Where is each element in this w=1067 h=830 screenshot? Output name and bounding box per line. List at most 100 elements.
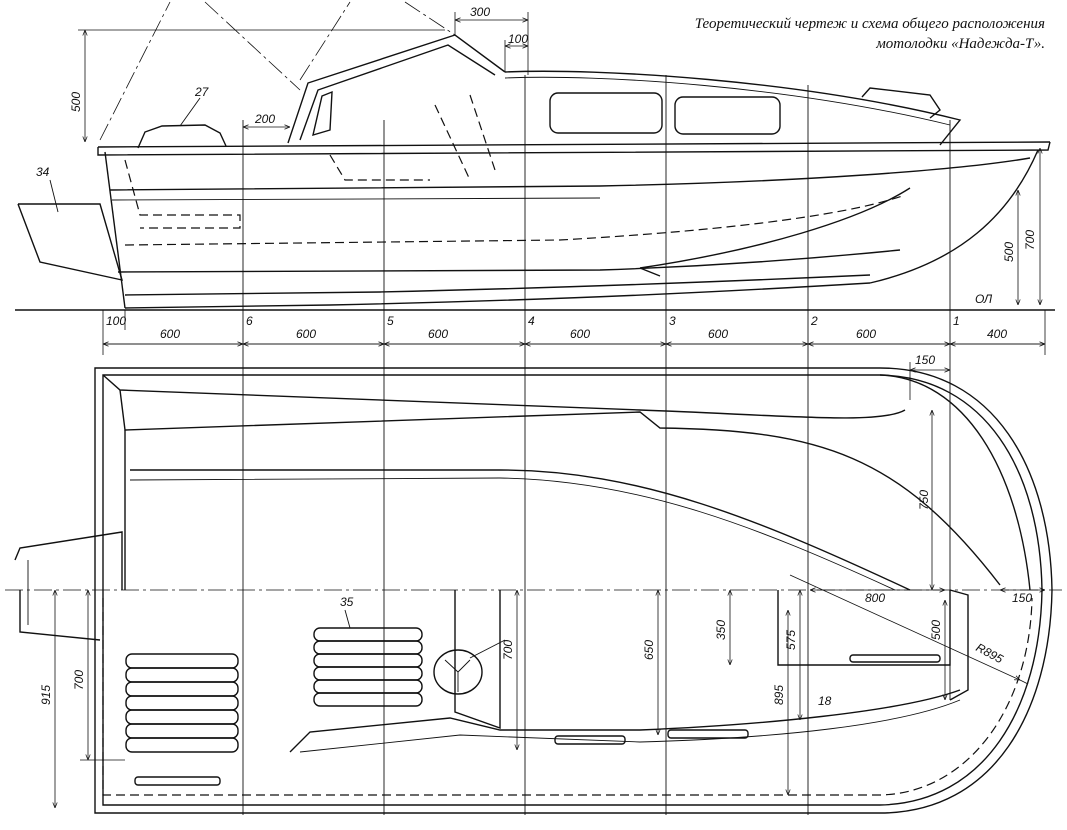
- hull-outline-outer: [94, 367, 1053, 814]
- profile-view: [15, 1, 1055, 311]
- deck-edge: [97, 141, 1051, 156]
- floor-hatch-2: [667, 729, 749, 739]
- cabin-roof-inner: [504, 76, 951, 126]
- dim-895: 895: [772, 685, 786, 705]
- dim-300: 300: [470, 5, 490, 19]
- dim-500-stem: 500: [1002, 242, 1016, 262]
- mid-seat-dashed: [329, 154, 430, 181]
- profile-dimensions: [78, 12, 1040, 305]
- floor-hatch-3: [134, 776, 221, 786]
- station-3-label: 3: [669, 314, 676, 328]
- station-6-label: 6: [246, 314, 253, 328]
- windshield-frame: [287, 34, 506, 144]
- rear-bench: [125, 653, 239, 753]
- drawing-caption-line-2: мотолодки «Надежда-Т».: [876, 36, 1045, 52]
- dim-600-a: 600: [160, 327, 180, 341]
- bow-deck: [879, 374, 1031, 591]
- deck-line-2: [119, 389, 1001, 586]
- station-spacing-dimensions: [102, 310, 1046, 355]
- callout-35: 35: [340, 595, 354, 609]
- chine-line: [117, 249, 901, 273]
- dim-100-first: 100: [106, 314, 126, 328]
- callout-34: 34: [36, 165, 50, 179]
- construction-line-4: [404, 1, 456, 36]
- steering-leader: [469, 639, 506, 659]
- dim-150-top: 150: [915, 353, 935, 367]
- dim-700-transom: 700: [72, 670, 86, 690]
- dim-500-windshield: 500: [69, 92, 83, 112]
- construction-line-2: [204, 1, 301, 91]
- rubbing-strake: [111, 197, 601, 201]
- dim-915: 915: [39, 685, 53, 705]
- leader-35: [344, 609, 351, 629]
- outboard-motor: [17, 203, 123, 281]
- station-4-label: 4: [528, 314, 535, 328]
- cabin-window-1: [549, 92, 663, 134]
- chine-flare: [639, 187, 911, 269]
- console: [454, 590, 501, 729]
- spray-rail: [109, 157, 1031, 191]
- transom: [104, 151, 126, 309]
- dim-100-cabin: 100: [508, 32, 528, 46]
- chine-plan-1: [130, 469, 911, 591]
- rear-handrail: [137, 124, 227, 149]
- cabin-berth: [777, 590, 951, 666]
- dim-750: 750: [917, 490, 931, 510]
- stem-curve: [869, 149, 1039, 284]
- floor-hatch-1: [554, 735, 626, 745]
- dim-700-stem: 700: [1023, 230, 1037, 250]
- station-1-label: 1: [953, 314, 960, 328]
- dim-200: 200: [254, 112, 275, 126]
- steering-wheel: [433, 649, 483, 695]
- mid-seat: [313, 627, 423, 707]
- inner-hull-dashed: [124, 194, 906, 246]
- station-5-label: 5: [387, 314, 394, 328]
- dim-700-console: 700: [501, 640, 515, 660]
- gunwale-dashed: [102, 597, 1033, 796]
- chine-end: [639, 267, 661, 277]
- bottom-line: [124, 274, 871, 296]
- dim-500-berth: 500: [929, 620, 943, 640]
- dim-600-f: 600: [856, 327, 876, 341]
- callout-27: 27: [194, 85, 210, 99]
- dim-600-e: 600: [708, 327, 728, 341]
- dim-800: 800: [865, 591, 885, 605]
- dim-600-c: 600: [428, 327, 448, 341]
- cabin-window-2: [674, 96, 781, 135]
- chine-plan-2: [129, 477, 896, 591]
- dim-350: 350: [714, 620, 728, 640]
- baseline-label: ОЛ: [975, 292, 993, 306]
- berth-hatch: [849, 654, 941, 663]
- leader-27: [179, 97, 201, 127]
- helm-seat-dashed: [434, 94, 496, 181]
- sheer-line: [97, 141, 1051, 148]
- station-2-label: 2: [810, 314, 818, 328]
- steering-spokes: [444, 659, 471, 692]
- cockpit-edge-inner: [299, 699, 961, 753]
- side-window: [312, 90, 333, 137]
- windshield-inner: [299, 44, 496, 141]
- dim-600-d: 600: [570, 327, 590, 341]
- dim-400: 400: [987, 327, 1007, 341]
- drawing-caption-line-1: Теоретический чертеж и схема общего расп…: [694, 16, 1045, 32]
- plan-view: [5, 367, 1062, 814]
- motor-plan-bottom: [19, 590, 101, 641]
- construction-line-3: [299, 1, 351, 81]
- dim-600-b: 600: [296, 327, 316, 341]
- bow-handrail: [861, 87, 941, 119]
- dim-radius: R895: [974, 640, 1006, 666]
- dim-650: 650: [642, 640, 656, 660]
- berth-bow: [949, 589, 969, 701]
- dim-150-bow: 150: [1012, 591, 1032, 605]
- callout-18: 18: [818, 694, 832, 708]
- dim-575: 575: [784, 630, 798, 650]
- plan-dimensions: [55, 362, 1045, 808]
- rear-seat-dashed: [124, 159, 241, 229]
- deck-line-1: [102, 374, 906, 419]
- motor-plan-top: [14, 531, 123, 590]
- keel-line: [124, 282, 871, 309]
- cabin-roof: [504, 70, 962, 146]
- leader-34: [49, 179, 59, 213]
- construction-line-1: [99, 1, 171, 141]
